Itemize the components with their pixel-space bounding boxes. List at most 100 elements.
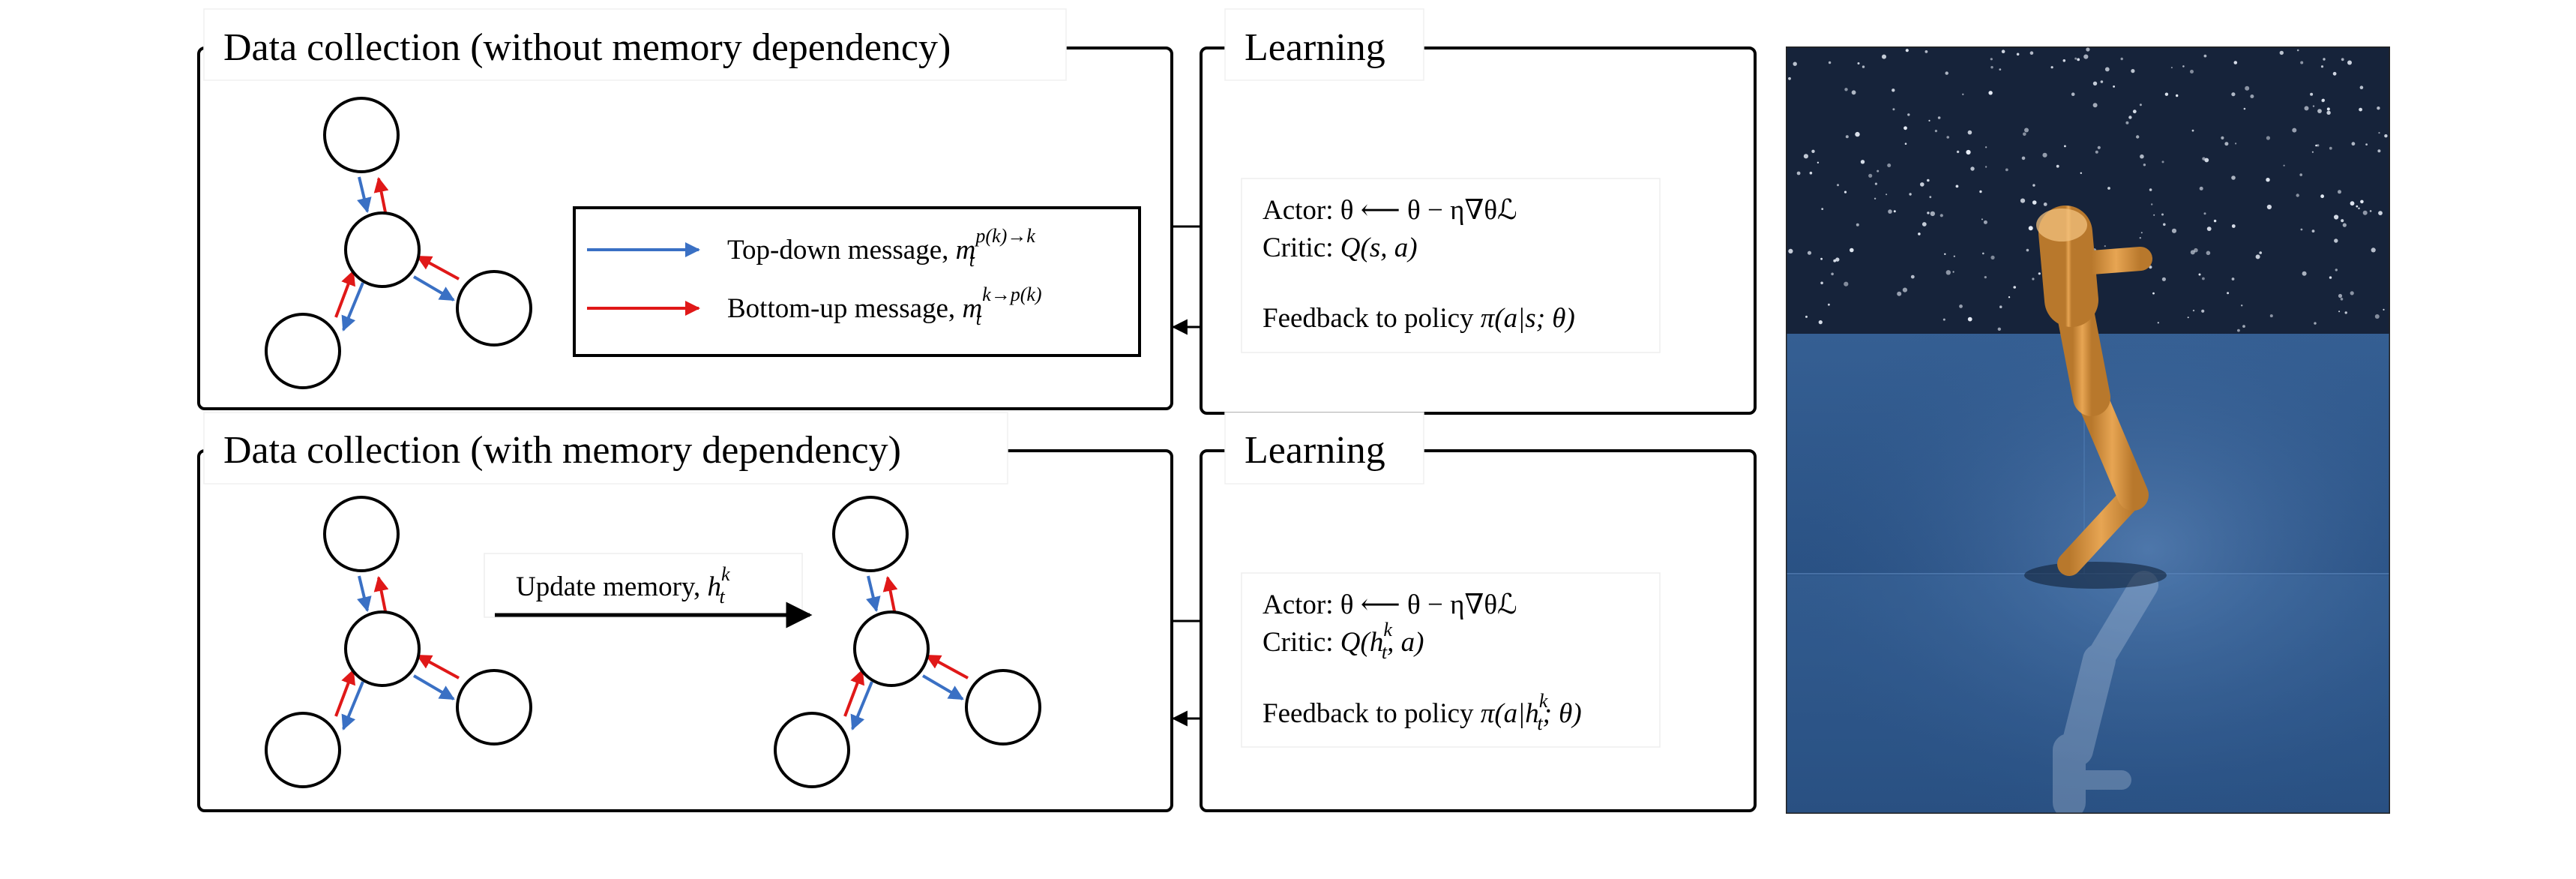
star [2074,57,2077,60]
star [1844,190,1847,194]
star [1952,271,1954,273]
star [2161,160,2164,164]
graph-node [456,669,532,746]
star [2139,104,2142,106]
star [1820,281,1823,285]
star [2092,81,2098,86]
star [1811,149,1815,153]
star [2026,248,2029,252]
star [1999,305,2002,309]
star [1902,287,1907,292]
star [2377,149,2381,153]
star [1860,160,1865,164]
star [2187,316,2189,319]
star [2131,69,2135,74]
star [1886,194,1888,196]
star [2235,142,2237,145]
walker-robot-image [1786,46,2390,814]
star [2312,105,2315,107]
starfield [1788,47,2388,332]
star [2299,173,2302,176]
star [1966,149,1971,155]
star [2029,51,2034,55]
star [2374,314,2380,319]
star [2140,154,2144,159]
star [2204,158,2209,163]
panel-title: Data collection (with memory dependency) [223,429,901,472]
star [2005,168,2008,172]
star [2023,132,2026,136]
star [2334,214,2339,220]
star [2176,94,2179,98]
graph-node [265,313,341,389]
panel-title-bg [203,8,1067,81]
star [2050,66,2053,69]
star [1882,54,1886,59]
star [1967,316,1972,322]
star [1927,178,1930,182]
star [2350,201,2355,206]
star [1956,150,1960,154]
star [2296,49,2299,52]
star [2100,80,2104,83]
star [1862,65,1865,68]
star [1888,209,1892,214]
star [2362,210,2368,215]
actor-update: Actor: θ ⟵ θ − η∇θℒ [1263,195,1517,226]
star [2161,213,2164,216]
star [2202,157,2206,160]
star [1981,218,1983,220]
tree-graph [265,97,532,389]
star [2317,109,2322,114]
star [2377,106,2380,110]
graph-node [344,212,421,288]
star [1893,210,1896,213]
star [1955,184,1959,188]
graph-node [853,610,930,687]
star [2245,86,2250,91]
star [1831,272,1834,276]
star [1837,184,1839,187]
star [2384,134,2388,138]
star [2202,277,2205,280]
star [2038,272,2041,275]
star [1828,61,1832,64]
star [1844,88,1848,92]
star [2320,65,2324,68]
star [1844,281,1849,286]
star [1904,142,1907,145]
star [2231,224,2236,228]
star [2233,61,2238,64]
star [1874,197,1877,200]
star [1910,274,1915,279]
star [2171,228,2177,233]
star [2315,144,2317,147]
star [2296,194,2299,197]
star [2371,248,2376,253]
star [1833,259,1837,262]
star [2365,143,2368,146]
star [2199,186,2203,190]
graph-node [323,496,400,572]
graph-node [323,97,400,173]
star [1990,255,1995,260]
star [2311,230,2315,232]
panel-data-collection-no-memory: Data collection (without memory dependen… [197,8,1173,410]
critic-line: Critic: Q(s, a) [1263,232,1418,263]
star [2224,142,2229,146]
star [2190,70,2194,74]
graph-node [344,610,421,687]
star [1887,164,1892,167]
star [2231,92,2236,97]
graph-node [965,669,1041,746]
star [2153,214,2155,216]
star [2227,292,2230,295]
star [2329,276,2332,279]
star [1984,166,1987,168]
star [2358,207,2360,210]
star [2152,292,2155,295]
star [2300,61,2304,64]
star [2201,309,2205,313]
